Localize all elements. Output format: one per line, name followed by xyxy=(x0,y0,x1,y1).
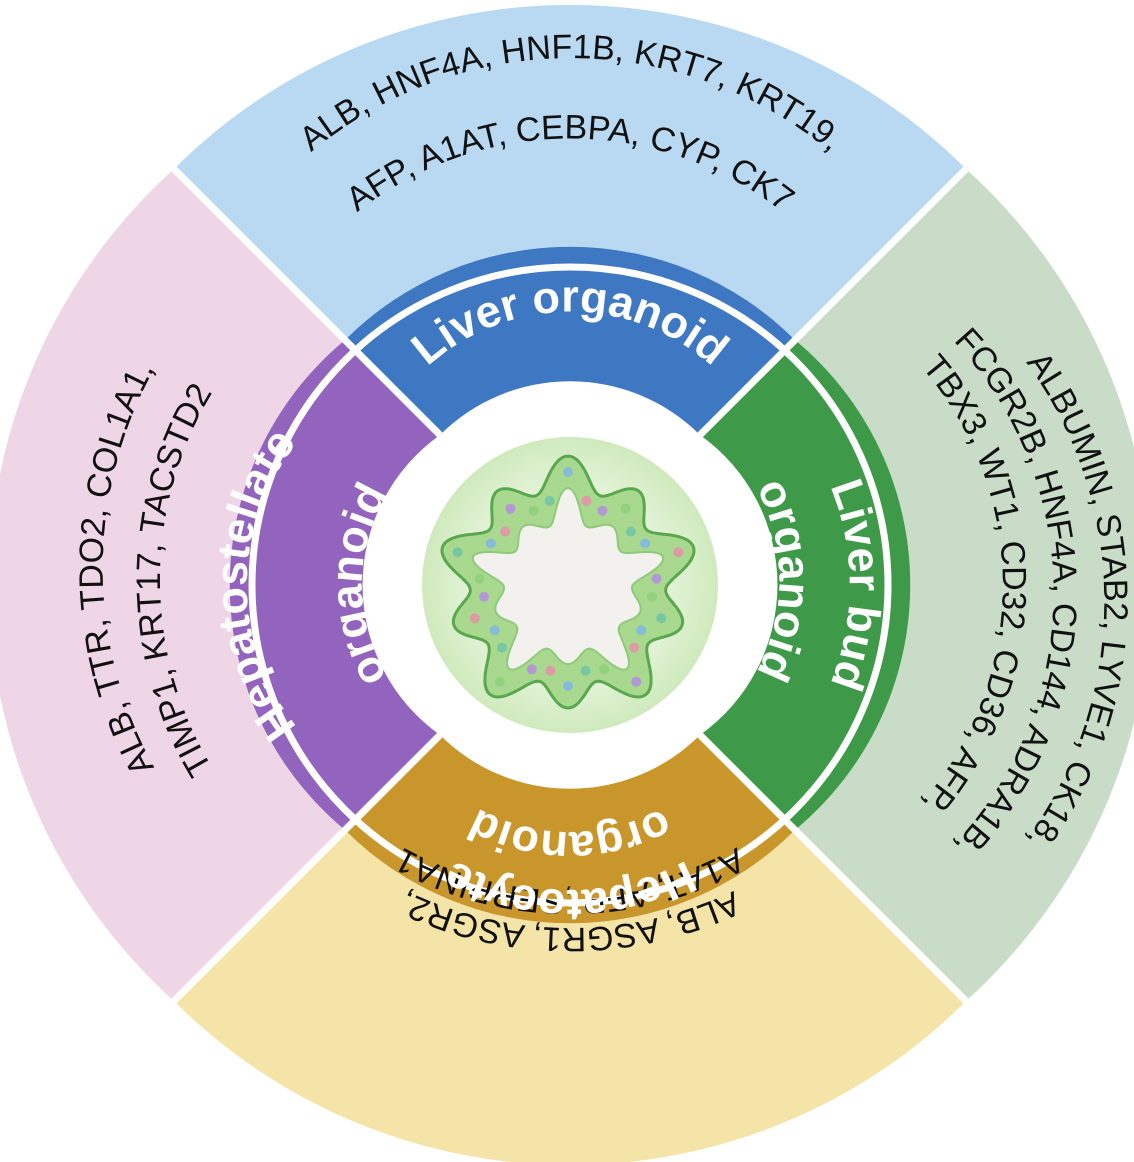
organoid-cell xyxy=(500,526,511,537)
organoid-cell xyxy=(469,613,480,624)
inner-segment-liver-bud-organoid xyxy=(700,340,911,830)
outer-segment-hepatostellate-organoid xyxy=(0,169,345,1001)
organoid-cell xyxy=(452,547,463,558)
organoid-illustration xyxy=(392,407,748,763)
organoid-cell xyxy=(544,495,555,506)
organoid-cell xyxy=(505,503,516,514)
organoid-cell xyxy=(580,665,591,676)
outer-segment-liver-organoid xyxy=(174,4,966,341)
organoid-cells xyxy=(452,467,684,691)
outer-segment-liver-bud-organoid xyxy=(795,169,1134,1001)
organoid-cell xyxy=(620,503,631,514)
organoid-cell xyxy=(485,538,496,549)
organoid-cell xyxy=(656,613,667,624)
organoid-cell xyxy=(581,495,592,506)
outer-ring xyxy=(0,4,1134,1162)
outer-segment-hepatocyte-organoid xyxy=(174,830,966,1162)
organoid-cell xyxy=(673,547,684,558)
organoid-cell xyxy=(647,591,657,602)
organoid-cell xyxy=(528,505,539,516)
organoid-cell xyxy=(479,591,489,602)
ring-dividers xyxy=(171,166,969,1004)
organoid-cell xyxy=(494,676,505,687)
organoid-cell xyxy=(599,664,610,675)
organoid-lumen xyxy=(471,486,665,671)
organoid-cell xyxy=(489,625,500,636)
inner-segment-hepatocyte-organoid xyxy=(345,735,795,924)
organoid-cell xyxy=(640,538,651,549)
organoid-cell xyxy=(597,505,608,516)
organoid-cell xyxy=(563,681,573,691)
inner-ring xyxy=(229,246,911,924)
organoid-cell xyxy=(496,642,507,653)
organoid-cell xyxy=(651,573,662,584)
organoid-cell xyxy=(474,573,485,584)
organoid-cell xyxy=(526,664,537,675)
organoid-cell xyxy=(631,676,642,687)
organoid-cell xyxy=(625,526,636,537)
organoid-cell xyxy=(563,467,573,477)
inner-segment-hepatostellate-organoid xyxy=(229,340,440,830)
organoid-cell xyxy=(636,625,647,636)
organoid-cell xyxy=(629,642,640,653)
organoid-cell xyxy=(545,665,556,676)
inner-segment-liver-organoid xyxy=(345,246,795,435)
